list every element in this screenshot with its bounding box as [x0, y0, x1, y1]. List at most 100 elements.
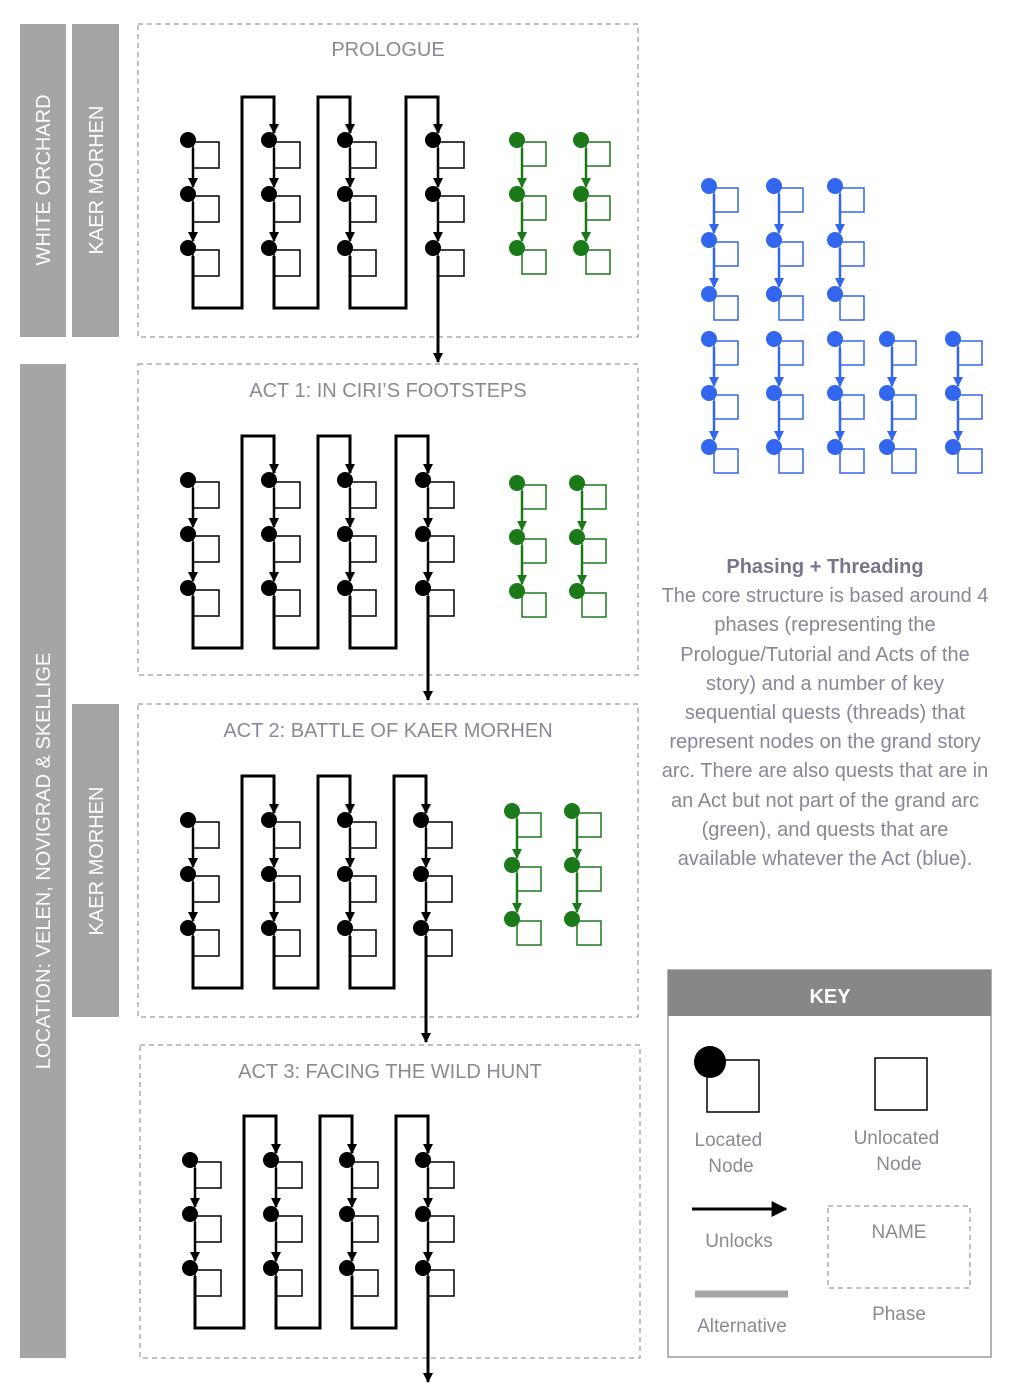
quest-node-dot	[337, 526, 353, 542]
phase-act-3: ACT 3: FACING THE WILD HUNT	[139, 1044, 641, 1359]
quest-node-box	[581, 538, 607, 564]
quest-node-dot	[425, 240, 441, 256]
quest-node-box	[585, 249, 611, 275]
quest-node-box	[778, 340, 804, 366]
main-thread	[182, 1114, 455, 1383]
quest-node-box	[713, 394, 739, 420]
quest-node-dot	[766, 439, 782, 455]
quest-node-dot	[413, 920, 429, 936]
quest-node-box	[713, 187, 739, 213]
quest-node-dot	[827, 286, 843, 302]
quest-node-dot	[701, 439, 717, 455]
thread-column	[180, 472, 220, 617]
quest-node-dot	[509, 475, 525, 491]
phase-border	[137, 23, 639, 338]
global-quest-column	[827, 178, 865, 321]
quest-node-dot	[263, 1260, 279, 1276]
global-quest-column	[701, 178, 739, 321]
quest-node-dot	[261, 580, 277, 596]
quest-node-box	[957, 448, 983, 474]
act-quests-layer	[504, 132, 611, 946]
quest-node-box	[273, 821, 301, 849]
quest-node-box	[275, 1215, 303, 1243]
quest-node-dot	[180, 132, 196, 148]
quest-node-dot	[415, 1206, 431, 1222]
quest-node-box	[957, 394, 983, 420]
thread-connector	[191, 434, 430, 650]
quest-node-dot	[573, 132, 589, 148]
quest-node-box	[349, 141, 377, 169]
quest-node-dot	[182, 1152, 198, 1168]
quest-node-dot	[879, 331, 895, 347]
quest-node-box	[839, 187, 865, 213]
unlocks-label: Unlocks	[705, 1231, 773, 1252]
quest-node-box	[778, 241, 804, 267]
quest-node-dot	[182, 1206, 198, 1222]
quest-node-box	[273, 481, 301, 509]
quest-node-box	[521, 195, 547, 221]
threads-layer	[180, 95, 465, 1383]
thread-connector	[191, 95, 440, 310]
quest-node-dot	[413, 866, 429, 882]
quest-node-dot	[337, 866, 353, 882]
quest-node-box	[194, 1161, 222, 1189]
global-quest-column	[827, 331, 865, 474]
phase-border	[137, 703, 639, 1018]
key-panel: KEY Located Node Unlocated Node Unlocks …	[667, 969, 992, 1358]
global-quest-column	[945, 331, 983, 474]
quest-node-box	[581, 484, 607, 510]
act-quest-column	[504, 803, 542, 946]
quest-node-dot	[504, 911, 520, 927]
quest-node-dot	[569, 529, 585, 545]
quest-node-dot	[261, 240, 277, 256]
quest-node-box	[273, 875, 301, 903]
quest-node-dot	[573, 186, 589, 202]
thread-column	[425, 132, 465, 277]
quest-node-dot	[339, 1206, 355, 1222]
quest-node-dot	[180, 240, 196, 256]
quest-node-box	[427, 481, 455, 509]
white-orchard-bar: WHITE ORCHARD	[20, 24, 66, 337]
quest-node-dot	[337, 812, 353, 828]
quest-node-box	[192, 929, 220, 957]
quest-node-dot	[180, 812, 196, 828]
quest-node-dot	[261, 920, 277, 936]
quest-node-box	[427, 1269, 455, 1297]
quest-node-dot	[766, 178, 782, 194]
quest-node-dot	[504, 857, 520, 873]
quest-node-dot	[945, 385, 961, 401]
quest-node-dot	[701, 178, 717, 194]
quest-node-box	[713, 340, 739, 366]
quest-node-dot	[504, 803, 520, 819]
quest-node-box	[349, 195, 377, 223]
quest-node-box	[273, 249, 301, 277]
quest-node-dot	[261, 866, 277, 882]
quest-node-dot	[415, 526, 431, 542]
quest-node-dot	[261, 132, 277, 148]
quest-node-dot	[415, 472, 431, 488]
kaer-morhen-top-label: KAER MORHEN	[86, 106, 108, 255]
quest-node-dot	[261, 812, 277, 828]
quest-node-dot	[180, 920, 196, 936]
quest-node-box	[192, 481, 220, 509]
thread-column	[261, 472, 301, 617]
quest-node-box	[194, 1269, 222, 1297]
quest-node-dot	[827, 385, 843, 401]
kaer-morhen-mid-label: KAER MORHEN	[86, 787, 108, 936]
phase-border	[139, 1044, 641, 1359]
quest-node-box	[437, 141, 465, 169]
phase-prologue: PROLOGUE	[137, 23, 639, 338]
quest-node-box	[891, 340, 917, 366]
quest-node-dot	[701, 232, 717, 248]
quest-node-box	[192, 875, 220, 903]
quest-node-dot	[564, 911, 580, 927]
main-thread	[180, 774, 453, 1043]
act-quest-column	[509, 132, 547, 275]
act-quest-column	[509, 475, 547, 618]
phase-label: Phase	[872, 1304, 926, 1325]
quest-node-dot	[261, 526, 277, 542]
global-quest-column	[879, 331, 917, 474]
quest-node-box	[349, 249, 377, 277]
act-quest-column	[564, 803, 602, 946]
quest-node-dot	[509, 583, 525, 599]
